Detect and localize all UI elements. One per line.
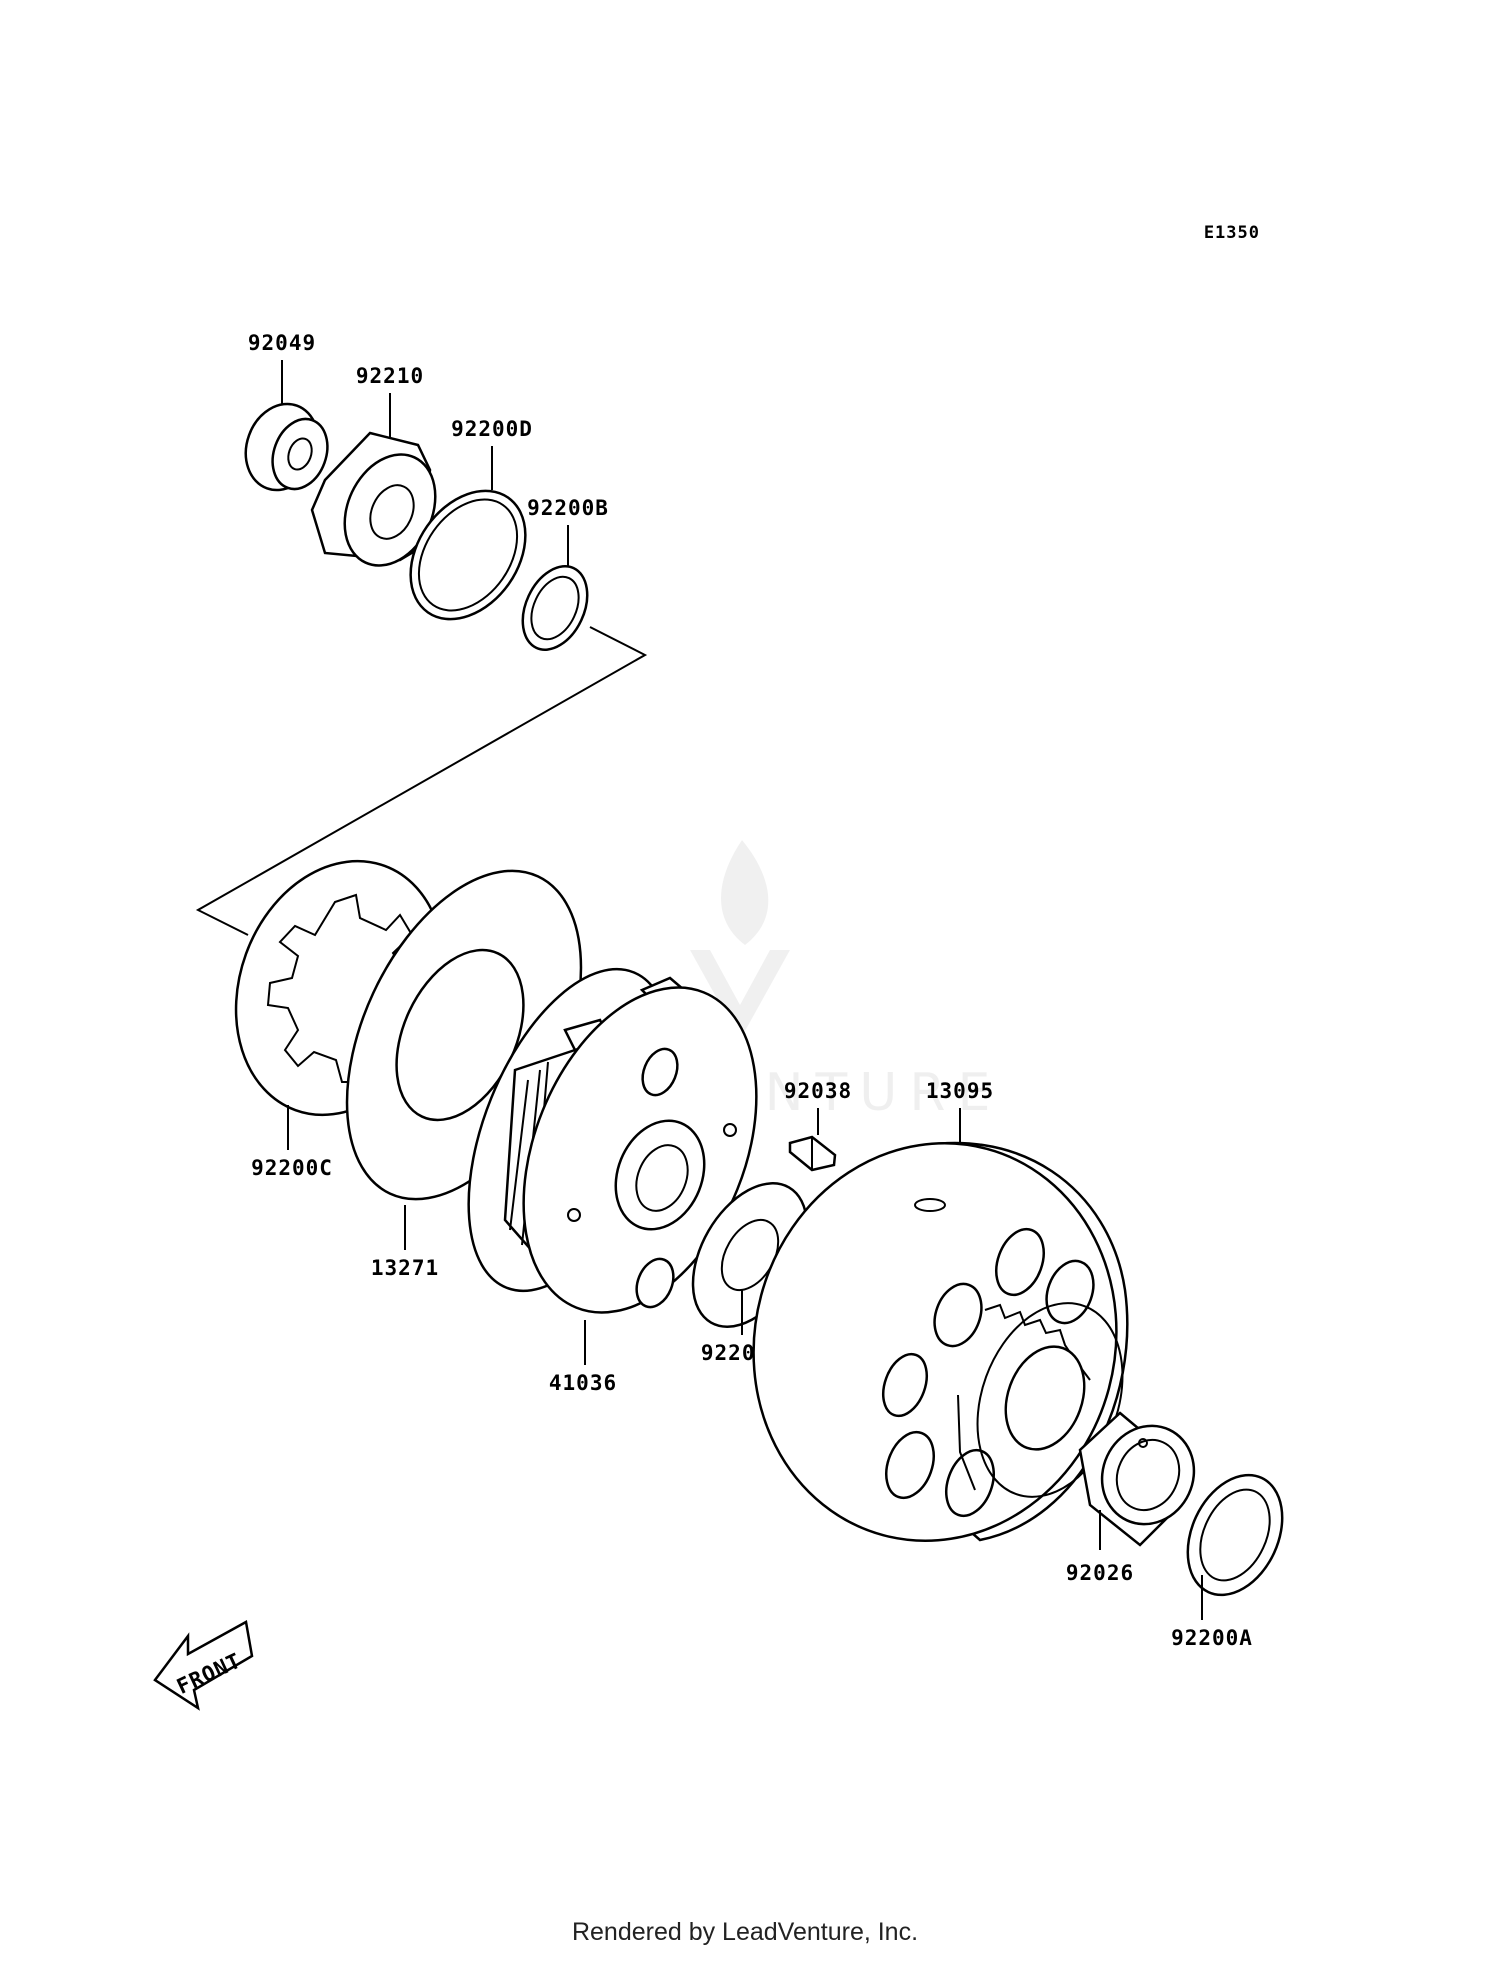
o-ring-inner — [417, 498, 519, 612]
collar-hole — [1138, 1438, 1148, 1448]
washer-outer — [1186, 1473, 1284, 1597]
part-92200B[interactable]: 92200B — [510, 496, 609, 660]
drum-hub — [1004, 1345, 1086, 1451]
part-label-92049[interactable]: 92049 — [248, 331, 316, 355]
collar-bore — [1115, 1438, 1181, 1512]
drum-hole-1 — [995, 1227, 1045, 1297]
part-13095[interactable]: 13095 — [709, 1079, 1160, 1582]
part-label-92200B[interactable]: 92200B — [527, 496, 609, 520]
part-label-92200A[interactable]: 92200A — [1171, 1626, 1253, 1650]
part-label-13271[interactable]: 13271 — [371, 1256, 439, 1280]
part-92200A[interactable]: 92200A — [1169, 1460, 1300, 1650]
diagram-code: E1350 — [1204, 223, 1260, 243]
washer-inner — [1199, 1488, 1271, 1582]
carrier-hole-left — [567, 1208, 581, 1222]
part-92026[interactable]: 92026 — [1066, 1411, 1210, 1585]
bearing-bore — [287, 437, 313, 471]
part-92049[interactable]: 92049 — [234, 331, 337, 500]
carrier-pin-top — [641, 1047, 679, 1097]
part-label-41036[interactable]: 41036 — [549, 1371, 617, 1395]
footer-credit: Rendered by LeadVenture, Inc. — [572, 1918, 918, 1946]
part-label-92038[interactable]: 92038 — [784, 1079, 852, 1103]
assembly-line — [195, 626, 648, 936]
drum-hole-3 — [933, 1282, 983, 1348]
part-92038[interactable]: 92038 — [784, 1079, 852, 1172]
part-41036[interactable]: 41036 — [428, 941, 802, 1395]
part-label-13095[interactable]: 13095 — [926, 1079, 994, 1103]
drum-hole-5 — [885, 1430, 935, 1500]
part-92200D[interactable]: 92200D — [387, 417, 549, 641]
drum-hole-4 — [882, 1352, 928, 1418]
part-label-92200C[interactable]: 92200C — [251, 1156, 333, 1180]
part-label-92026[interactable]: 92026 — [1066, 1561, 1134, 1585]
carrier-pin-bottom — [635, 1257, 675, 1309]
carrier-hole-right — [723, 1123, 737, 1137]
drum-hidden-edge — [957, 1394, 976, 1491]
part-label-92210[interactable]: 92210 — [356, 364, 424, 388]
part-label-92200D[interactable]: 92200D — [451, 417, 533, 441]
nut-bore — [369, 484, 415, 540]
washer-inner — [530, 575, 580, 641]
bearing-face — [271, 417, 329, 491]
part-92210[interactable]: 92210 — [310, 364, 453, 580]
drum-face — [752, 1142, 1118, 1542]
drum-hole-2 — [1045, 1259, 1095, 1325]
collar-face — [1100, 1424, 1196, 1526]
washer-outer — [521, 565, 589, 651]
drum-rim-mark — [914, 1198, 946, 1212]
carrier-bore — [635, 1144, 689, 1212]
carrier-hub — [614, 1119, 706, 1231]
front-arrow: FRONT — [153, 1620, 254, 1711]
front-arrow-shape — [153, 1620, 254, 1711]
